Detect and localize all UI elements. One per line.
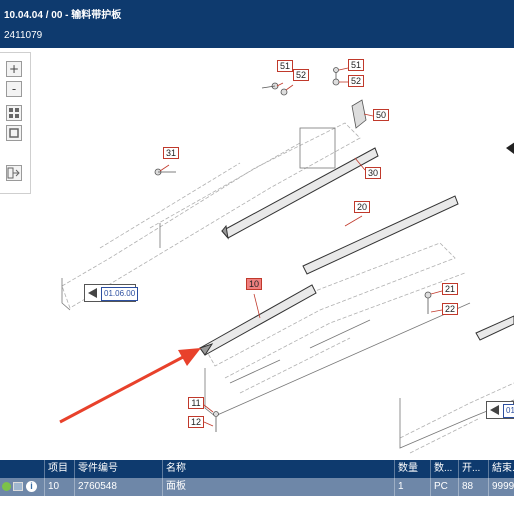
callout-10[interactable]: 10 — [246, 278, 262, 290]
callout-11[interactable]: 11 — [188, 397, 204, 409]
col-header[interactable]: 开... — [458, 460, 488, 478]
callout-12[interactable]: 12 — [188, 416, 204, 428]
table-row[interactable]: i 10 2760548 面板 1 PC 88 9999 — [0, 478, 514, 496]
zoom-in-button[interactable]: + — [6, 61, 22, 77]
callout-22[interactable]: 22 — [442, 303, 458, 315]
cell-qty: 1 — [394, 478, 430, 496]
callout-30[interactable]: 30 — [365, 167, 381, 179]
drawing-title: 10.04.04 / 00 - 输料带护板 — [4, 10, 122, 21]
view-toolbar: + - — [0, 52, 31, 194]
arrow-right-icon — [7, 167, 20, 179]
cell-part-no: 2760548 — [74, 478, 162, 496]
cell-unit: PC — [430, 478, 458, 496]
callout-52[interactable]: 52 — [293, 69, 309, 81]
cell-item: 10 — [44, 478, 74, 496]
grid-icon — [9, 108, 19, 118]
triangle-marker-icon — [88, 288, 97, 298]
cart-icon[interactable] — [13, 482, 23, 491]
highlight-arrow-line — [59, 354, 186, 424]
bracket-part-50 — [351, 99, 367, 129]
triangle-marker-icon — [490, 405, 499, 415]
export-button[interactable] — [6, 165, 22, 181]
callout-50[interactable]: 50 — [373, 109, 389, 121]
drawing-number: 2411079 — [4, 30, 43, 41]
cell-name: 面板 — [162, 478, 394, 496]
highlight-arrow-head — [178, 348, 201, 366]
col-header[interactable]: 零件编号 — [74, 460, 162, 478]
title-bar: 10.04.04 / 00 - 输料带护板 2411079 — [0, 0, 514, 48]
square-icon — [9, 128, 19, 138]
zoom-out-button[interactable]: - — [6, 81, 22, 97]
callout-52[interactable]: 52 — [348, 75, 364, 87]
status-dot-icon — [2, 482, 11, 491]
exploded-parts-drawing — [59, 67, 514, 454]
part-10 — [199, 284, 317, 356]
reference-label: 01 — [503, 404, 514, 418]
col-header[interactable]: 名称 — [162, 460, 394, 478]
info-icon[interactable]: i — [26, 481, 37, 492]
parts-table: 项目 零件编号 名称 数量 数... 开... 結束... i 10 27605… — [0, 460, 514, 511]
callout-21[interactable]: 21 — [442, 283, 458, 295]
callout-20[interactable]: 20 — [354, 201, 370, 213]
reference-link[interactable]: 01 — [486, 401, 514, 419]
table-header: 项目 零件编号 名称 数量 数... 开... 結束... — [0, 460, 514, 478]
callout-51[interactable]: 51 — [348, 59, 364, 71]
col-header[interactable]: 結束... — [488, 460, 514, 478]
reference-link[interactable]: 01.06.00 — [84, 284, 139, 302]
guard-strips — [199, 147, 514, 356]
fasteners — [154, 67, 432, 432]
col-header[interactable]: 项目 — [44, 460, 74, 478]
table-footer — [0, 496, 514, 511]
col-header[interactable]: 数... — [430, 460, 458, 478]
cell-start: 88 — [458, 478, 488, 496]
reference-label: 01.06.00 — [101, 287, 139, 301]
callout-51[interactable]: 51 — [277, 60, 293, 72]
callout-31[interactable]: 31 — [163, 147, 179, 159]
part-strip-right — [475, 315, 514, 341]
col-header[interactable]: 数量 — [394, 460, 430, 478]
cell-end: 9999 — [488, 478, 514, 496]
fit-page-button[interactable] — [6, 105, 22, 121]
view-arrow-icon — [506, 142, 514, 154]
fit-window-button[interactable] — [6, 125, 22, 141]
part-20 — [302, 195, 459, 275]
